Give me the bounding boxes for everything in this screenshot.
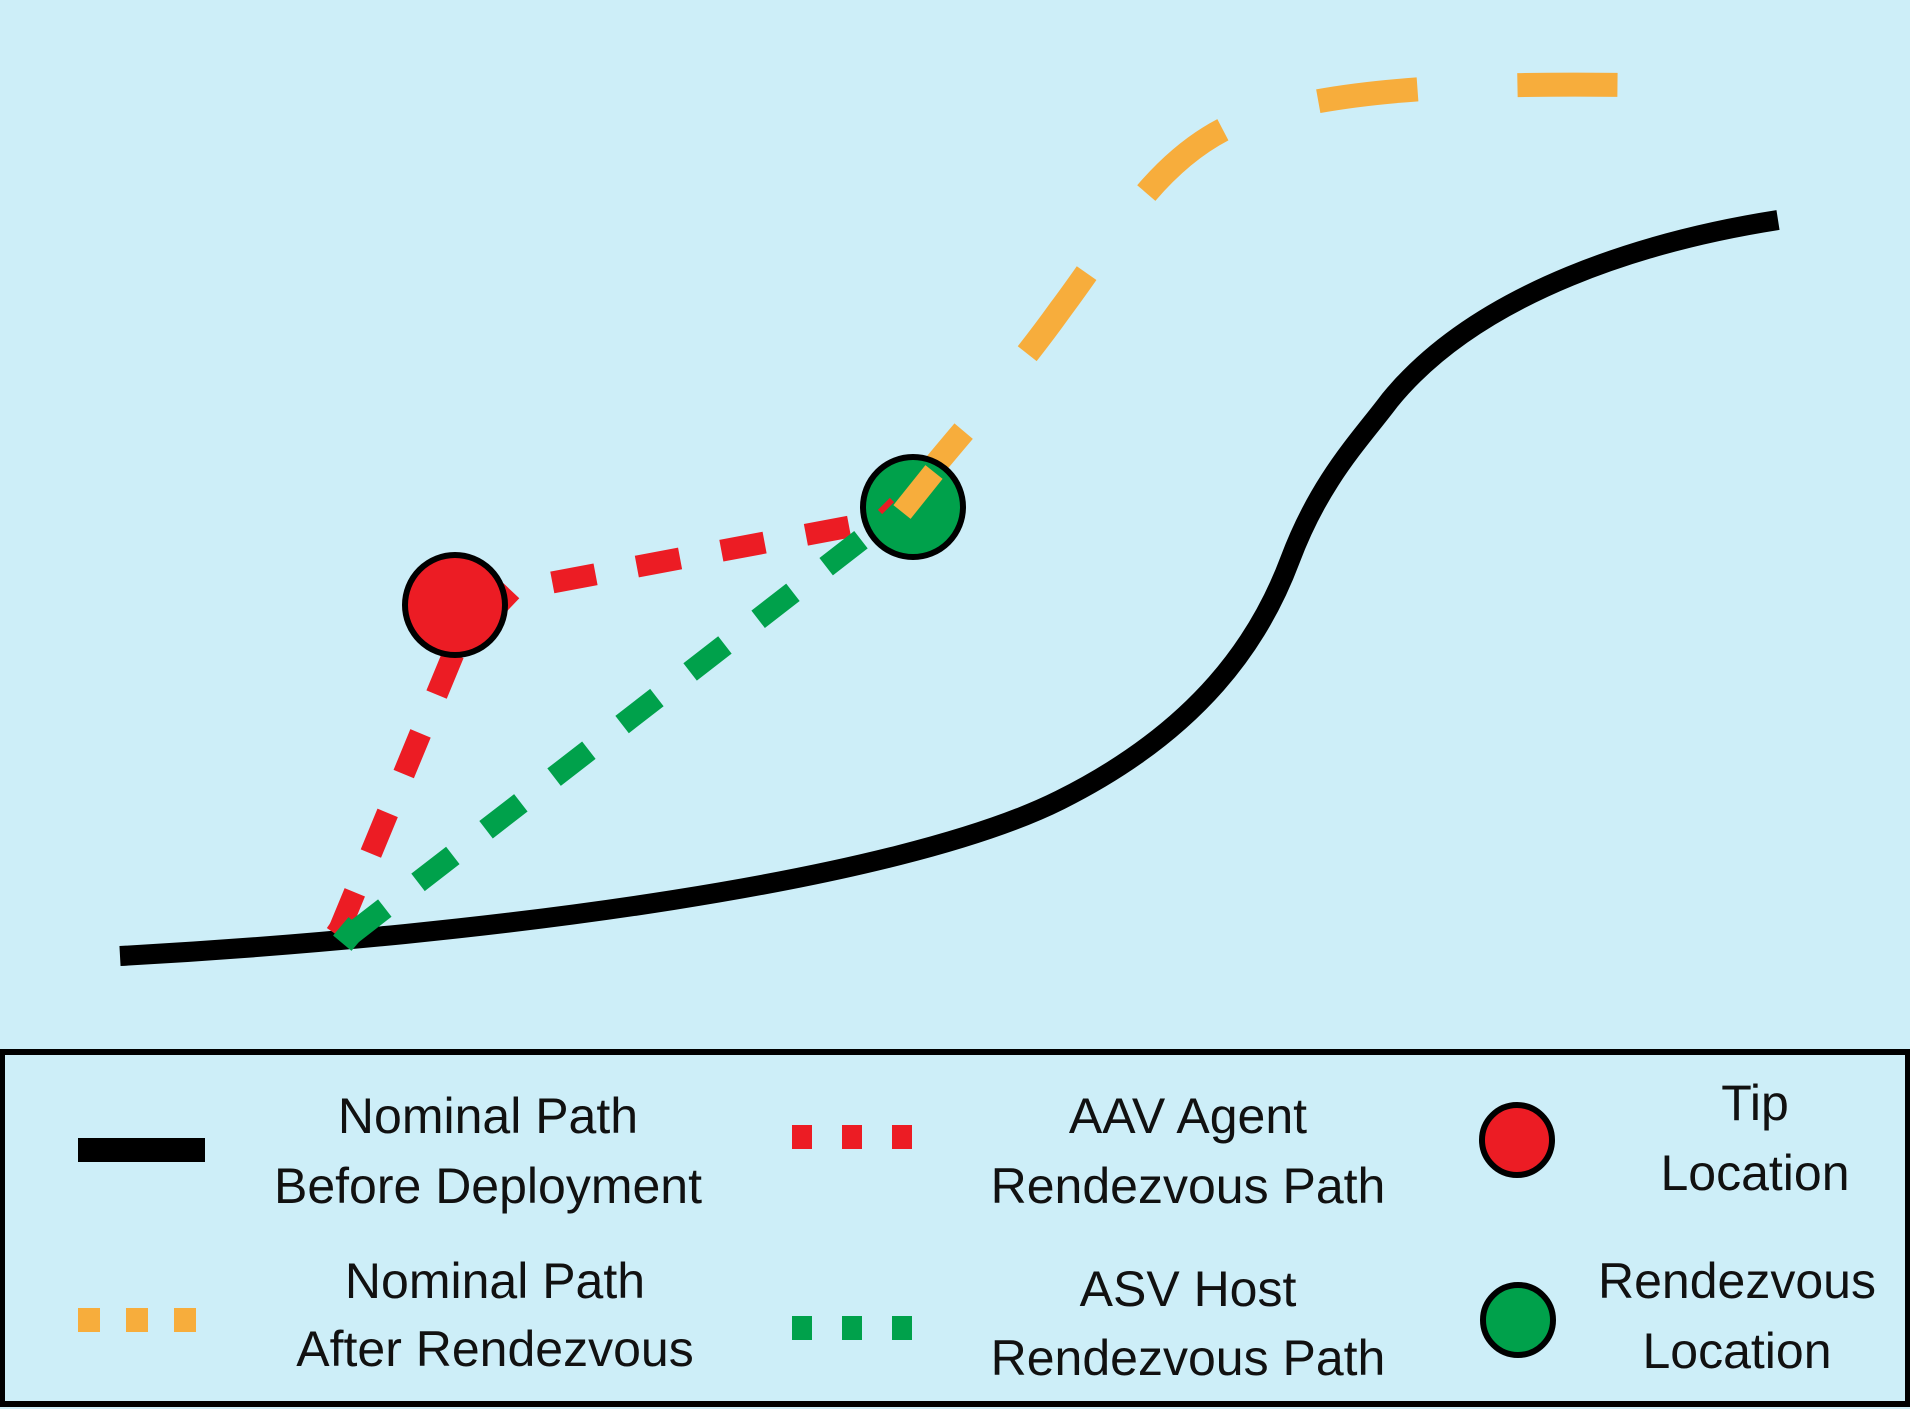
legend-swatch-rendezvous-location: [1480, 1282, 1556, 1358]
legend-label-host-path-line2: Rendezvous Path: [991, 1330, 1386, 1386]
legend-label-nominal-after-line2: After Rendezvous: [296, 1321, 693, 1377]
legend-label-host-path-line1: ASV Host: [1080, 1261, 1297, 1317]
legend-label-rendezvous-location-line1: Rendezvous: [1598, 1253, 1876, 1309]
legend-label-tip-location-line1: Tip: [1721, 1075, 1789, 1131]
asv-host-rendezvous-path: [343, 516, 887, 944]
after-rendezvous-start-dash: [893, 465, 943, 519]
nominal-path-after-rendezvous: [890, 72, 1691, 516]
legend-label-rendezvous-location-line2: Location: [1642, 1323, 1831, 1379]
legend: Nominal Path Before Deployment Nominal P…: [0, 1049, 1910, 1407]
legend-label-agent-path-line1: AAV Agent: [1069, 1088, 1307, 1144]
legend-swatch-tip-location: [1479, 1102, 1555, 1178]
agent-end-dash: [877, 497, 895, 515]
legend-label-nominal-before-line1: Nominal Path: [338, 1088, 638, 1144]
legend-label-nominal-after-line1: Nominal Path: [345, 1253, 645, 1309]
legend-label-nominal-before-line2: Before Deployment: [274, 1158, 702, 1214]
legend-label-tip-location-line2: Location: [1660, 1145, 1849, 1201]
map-area: [119, 72, 1780, 966]
host-start-mark: [333, 917, 367, 951]
nominal-path-before-deployment: [119, 210, 1780, 966]
legend-label-agent-path-line2: Rendezvous Path: [991, 1158, 1386, 1214]
legend-box: [0, 1049, 1910, 1407]
tip-location-marker: [402, 552, 508, 658]
